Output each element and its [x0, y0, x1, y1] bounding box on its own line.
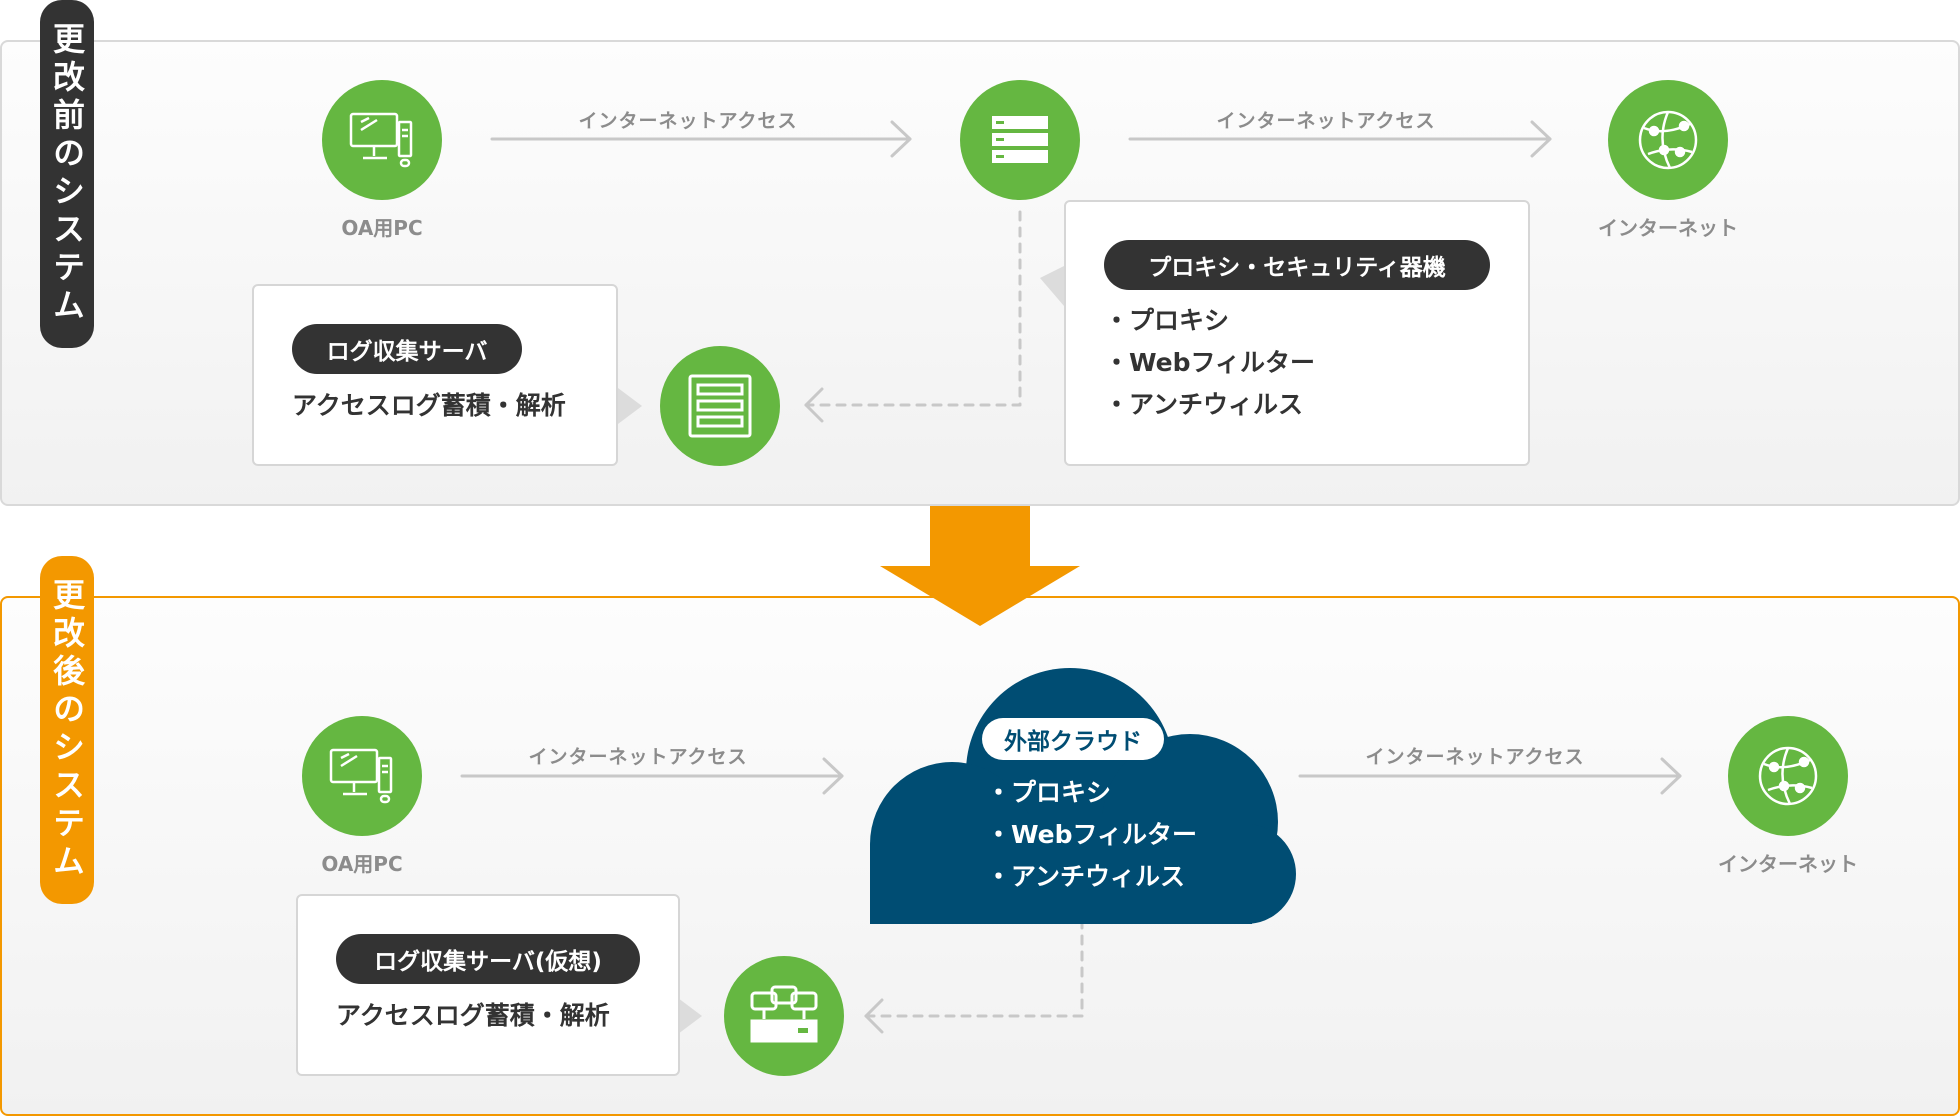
internet-label-after: インターネット: [1718, 852, 1858, 876]
server-rack-icon: [992, 116, 1048, 163]
list-item: ・Webフィルター: [986, 820, 1198, 849]
proxy-feature-list: ・プロキシ ・Webフィルター ・アンチウィルス: [1104, 300, 1315, 426]
edge-label-cloud-internet: インターネットアクセス: [1365, 746, 1585, 768]
cloud-feature-list: ・プロキシ ・Webフィルター ・アンチウィルス: [986, 772, 1197, 898]
proxy-security-pill: プロキシ・セキュリティ器機: [1104, 240, 1490, 290]
oa-pc-label: OA用PC: [341, 216, 423, 240]
proxy-node: [960, 80, 1080, 200]
virtual-log-server-node: [724, 956, 844, 1076]
list-item: ・アンチウィルス: [986, 862, 1186, 891]
edge-label-pc-proxy: インターネットアクセス: [578, 110, 798, 132]
list-item: ・アンチウィルス: [1104, 390, 1304, 419]
virtual-server-icon: [750, 985, 818, 1043]
desktop-pc-icon: [349, 112, 413, 168]
log-server-node: [660, 346, 780, 466]
log-server-pill: ログ収集サーバ: [292, 324, 522, 374]
after-system-title: 更改後のシステム: [40, 556, 94, 904]
list-item: ・プロキシ: [986, 778, 1112, 807]
virtual-log-server-pill: ログ収集サーバ(仮想): [336, 934, 640, 984]
globe-network-icon: [1638, 110, 1698, 170]
virtual-log-server-box: [296, 894, 680, 1076]
server-cabinet-icon: [688, 374, 752, 438]
down-arrow-icon: [880, 506, 1080, 626]
internet-node-after: [1728, 716, 1848, 836]
desktop-pc-icon: [329, 748, 393, 804]
list-item: ・Webフィルター: [1104, 348, 1316, 377]
log-server-text: アクセスログ蓄積・解析: [292, 391, 566, 420]
oa-pc-node-after: [302, 716, 422, 836]
edge-label-pc-cloud: インターネットアクセス: [528, 746, 748, 768]
edge-label-proxy-internet: インターネットアクセス: [1216, 110, 1436, 132]
list-item: ・プロキシ: [1104, 306, 1230, 335]
oa-pc-label-after: OA用PC: [321, 852, 403, 876]
internet-node: [1608, 80, 1728, 200]
cloud-pill: 外部クラウド: [982, 718, 1164, 760]
log-server-box: [252, 284, 618, 466]
globe-network-icon: [1758, 746, 1818, 806]
internet-label: インターネット: [1598, 216, 1738, 240]
oa-pc-node: [322, 80, 442, 200]
before-system-title: 更改前のシステム: [40, 0, 94, 348]
virtual-log-server-text: アクセスログ蓄積・解析: [336, 1001, 610, 1030]
